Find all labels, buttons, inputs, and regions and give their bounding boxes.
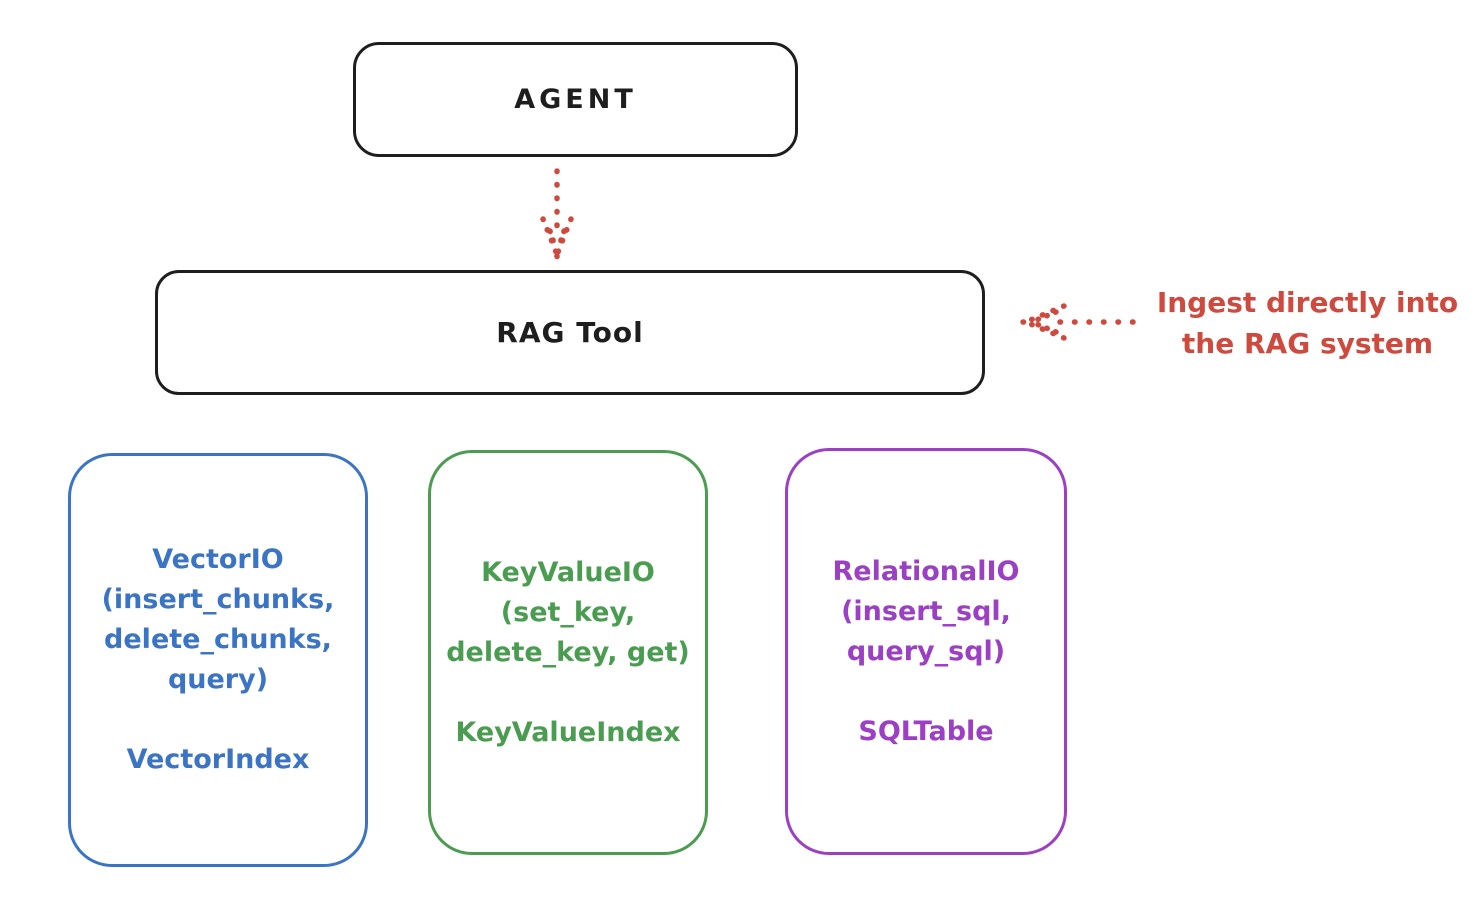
rag-tool-box: RAG Tool: [155, 270, 985, 395]
module-io-line: query_sql): [846, 635, 1006, 667]
module-io-line: RelationalIO: [832, 555, 1020, 587]
module-card-keyvalue-io: KeyValueIO (set_key, delete_key, get) Ke…: [428, 450, 708, 855]
module-io-line: KeyValueIO: [481, 556, 655, 588]
module-io-line: query): [167, 664, 269, 695]
module-index-label: KeyValueIndex: [455, 716, 681, 748]
module-io-line: delete_key, get): [446, 636, 690, 668]
ingest-annotation: Ingest directly into the RAG system: [1135, 282, 1480, 364]
dotted-down-arrow-icon: [540, 168, 574, 260]
rag-tool-label: RAG Tool: [496, 316, 644, 349]
agent-box: AGENT: [353, 42, 798, 157]
dotted-left-arrow-icon: [1020, 303, 1136, 341]
module-card-relational-io: RelationalIO (insert_sql, query_sql) SQL…: [785, 448, 1067, 855]
module-io-line: (insert_sql,: [841, 595, 1011, 627]
ingest-annotation-line: the RAG system: [1181, 327, 1434, 360]
module-io-line: (set_key,: [500, 596, 636, 628]
module-index-label: SQLTable: [858, 715, 994, 747]
module-io-line: VectorIO: [152, 544, 284, 575]
agent-label: AGENT: [514, 84, 637, 115]
ingest-annotation-line: Ingest directly into: [1156, 286, 1459, 319]
module-io-line: delete_chunks,: [104, 624, 332, 655]
module-index-label: VectorIndex: [126, 744, 310, 775]
module-io-line: (insert_chunks,: [101, 584, 335, 615]
module-card-vector-io: VectorIO (insert_chunks, delete_chunks, …: [68, 453, 368, 867]
